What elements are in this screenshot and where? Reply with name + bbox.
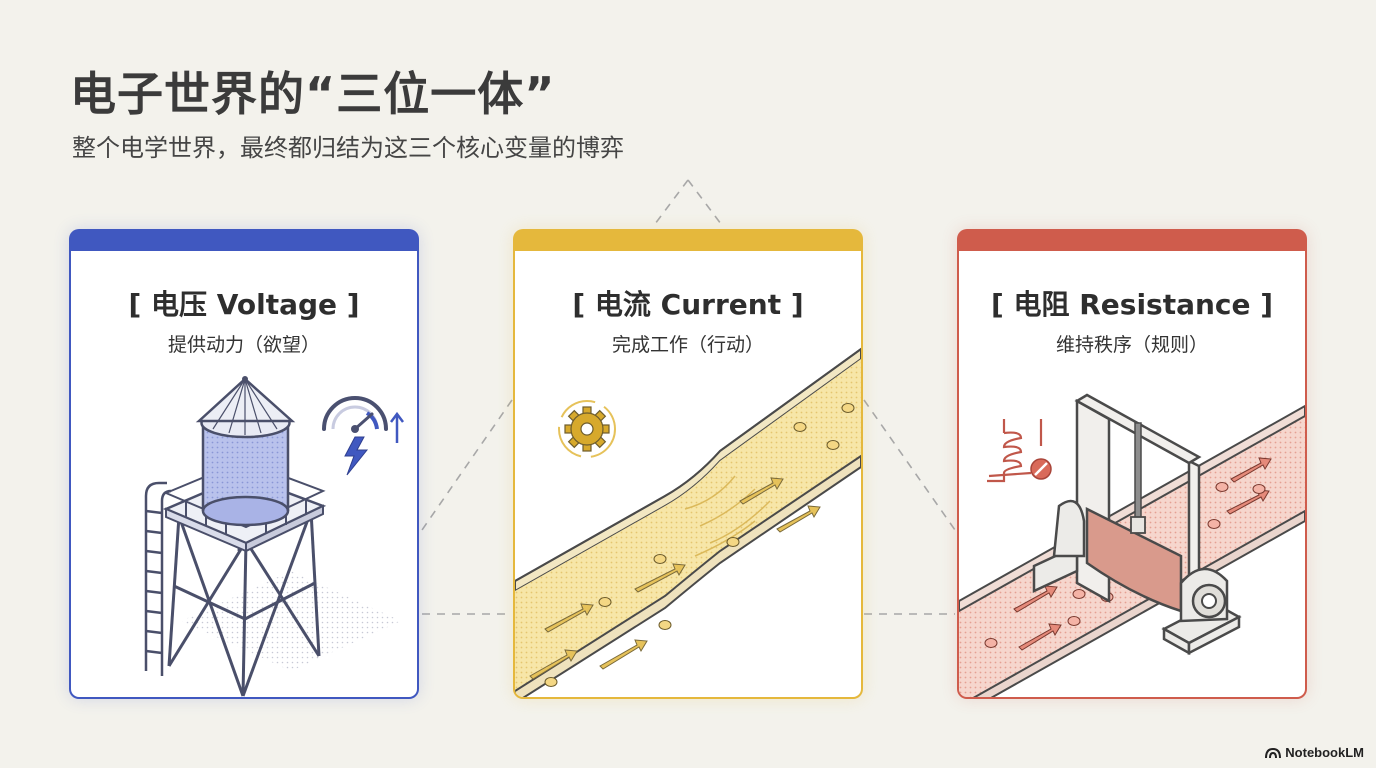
gear-icon xyxy=(558,400,616,458)
resistance-card: [ 电阻 Resistance ] 维持秩序（规则） xyxy=(957,229,1307,699)
notebooklm-brand: NotebookLM xyxy=(1265,745,1364,760)
brand-name: NotebookLM xyxy=(1285,745,1364,760)
current-card: [ 电流 Current ] 完成工作（行动） xyxy=(513,229,863,699)
water-tower-icon xyxy=(144,376,401,697)
page-subtitle: 整个电学世界，最终都归结为这三个核心变量的博弈 xyxy=(72,134,624,162)
sluice-gate-icon xyxy=(959,393,1305,697)
voltage-title: [ 电压 Voltage ] xyxy=(128,288,360,321)
no-entry-icon xyxy=(1030,458,1052,480)
gauge-icon xyxy=(322,396,388,433)
resistance-title: [ 电阻 Resistance ] xyxy=(990,288,1274,321)
spring-icon xyxy=(987,419,1043,483)
lightning-bolt-icon xyxy=(344,436,369,476)
notebooklm-logo-icon xyxy=(1265,747,1282,758)
current-title: [ 电流 Current ] xyxy=(572,288,804,321)
up-arrow-icon xyxy=(390,411,404,443)
resistance-desc: 维持秩序（规则） xyxy=(1055,334,1208,356)
voltage-desc: 提供动力（欲望） xyxy=(167,334,320,356)
flow-channel-icon xyxy=(515,347,861,697)
current-desc: 完成工作（行动） xyxy=(611,334,764,356)
page-title: 电子世界的“三位一体” xyxy=(70,67,556,121)
voltage-card: [ 电压 Voltage ] 提供动力（欲望） xyxy=(69,229,419,699)
